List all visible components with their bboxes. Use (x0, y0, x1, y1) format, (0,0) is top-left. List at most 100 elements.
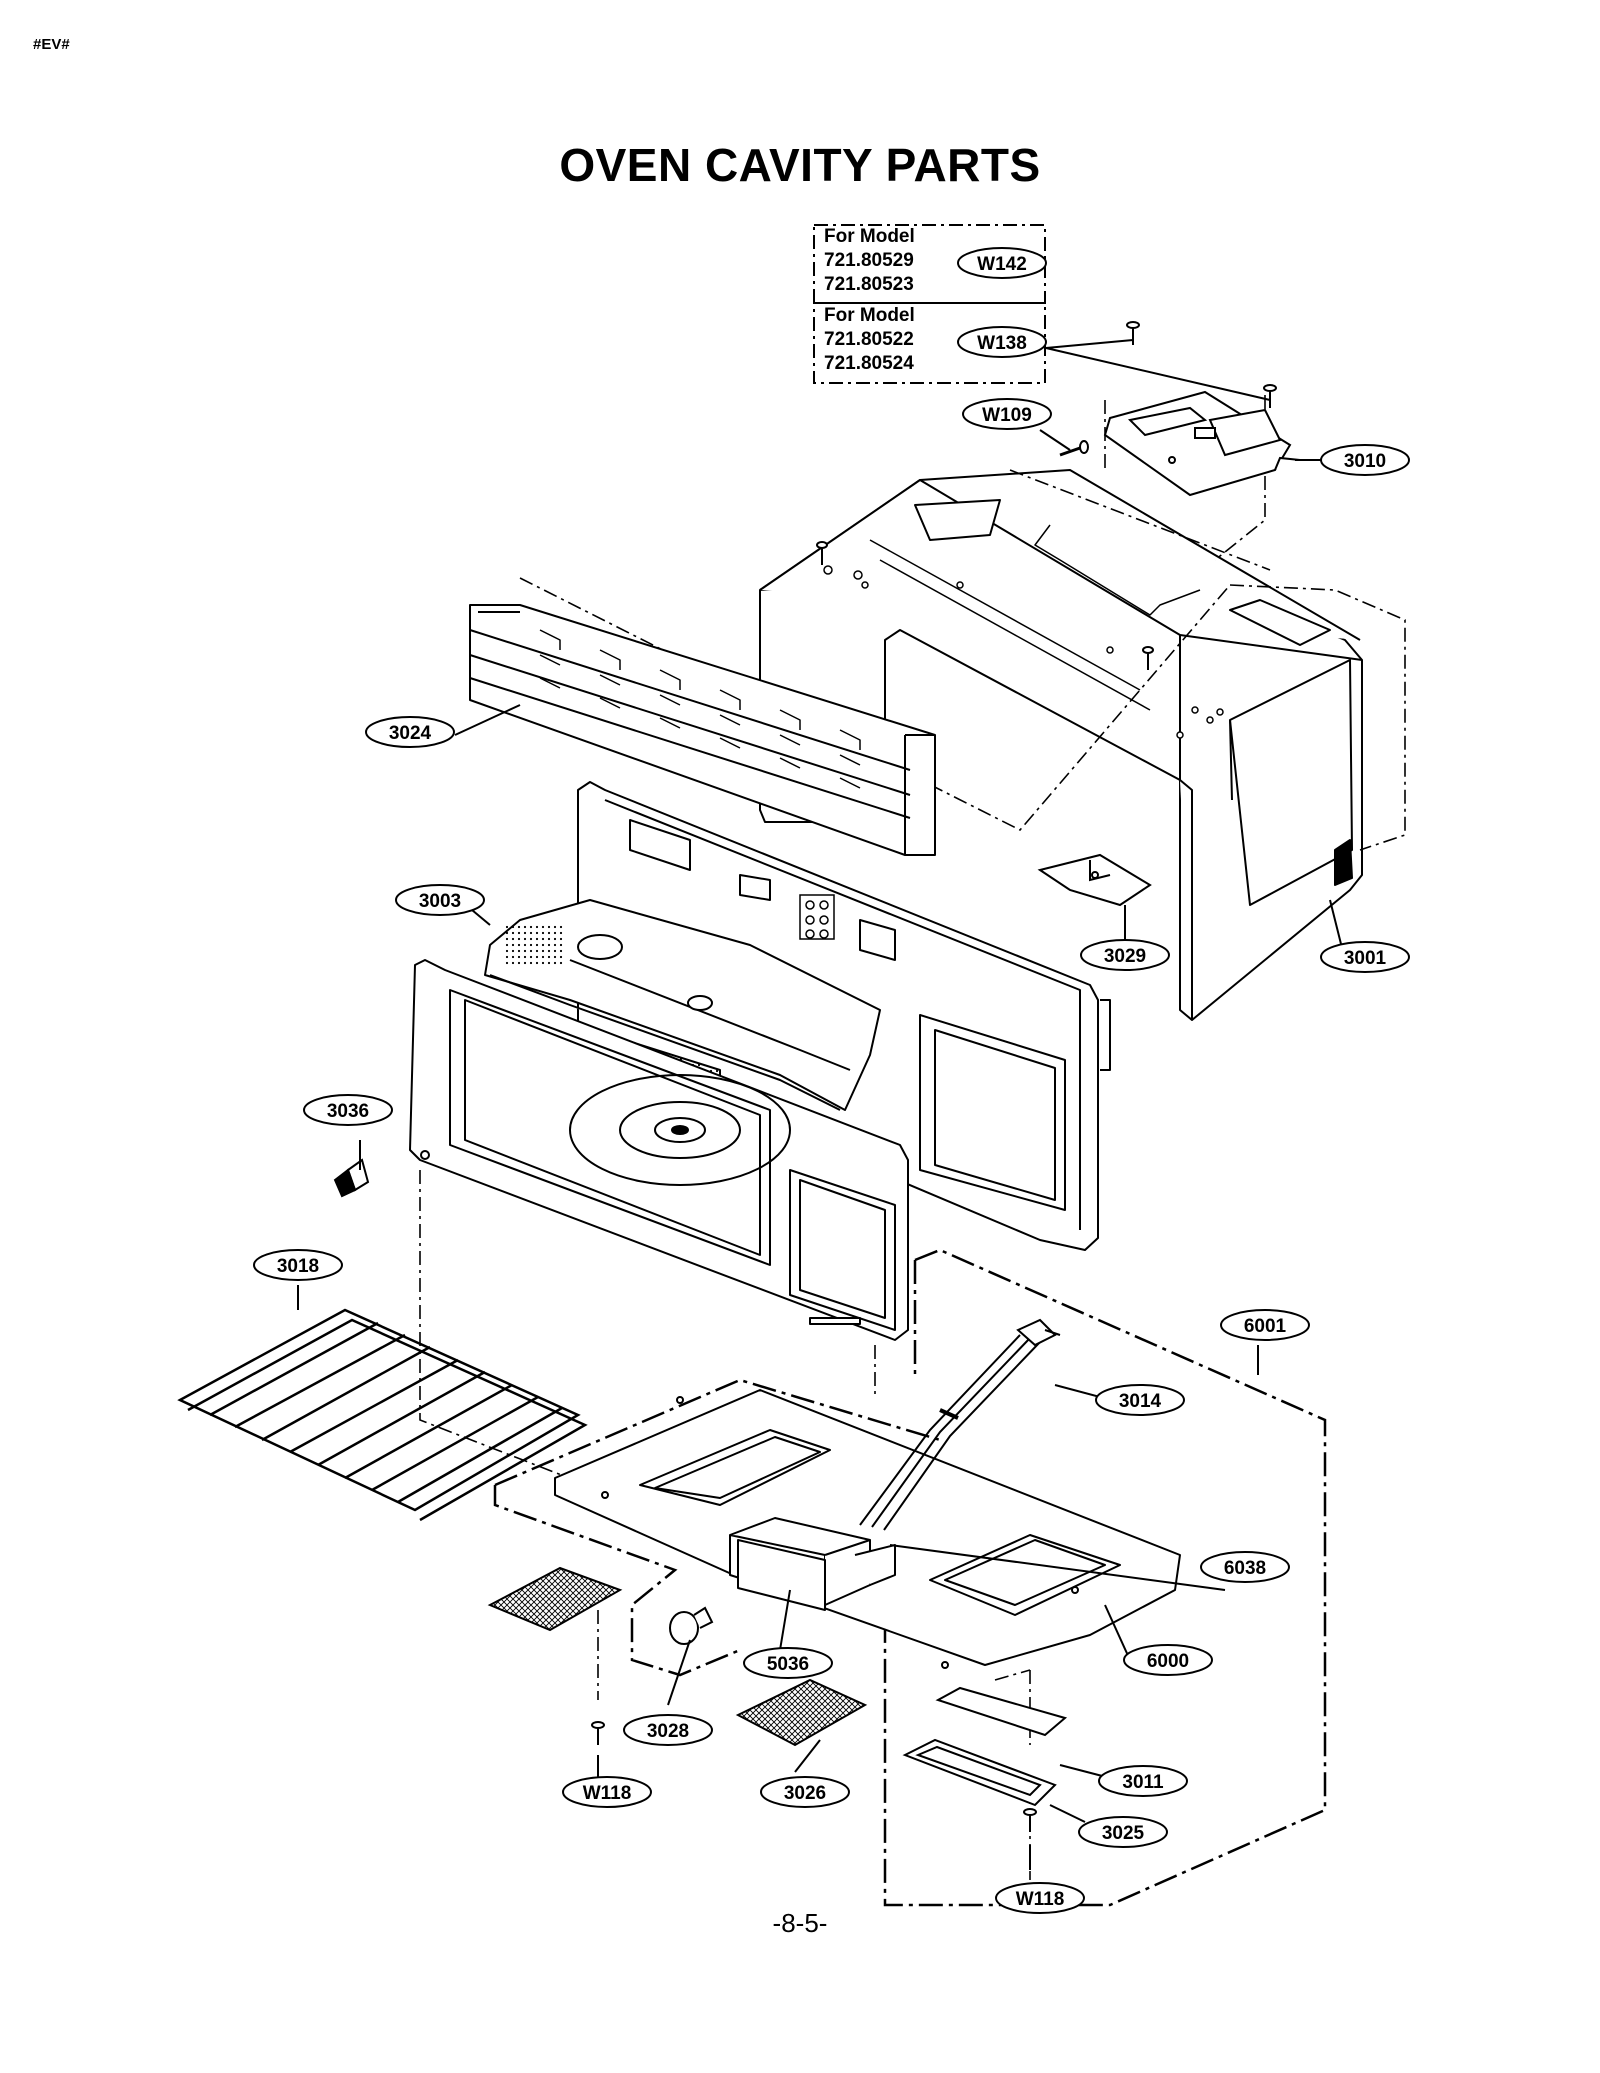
base-frame-6001 (493, 1248, 1327, 1907)
callout-label: 3014 (1119, 1391, 1162, 1412)
callout-w142-1002: W142 (957, 247, 1047, 279)
callout-label: 5036 (767, 1654, 809, 1675)
callout-label: 3028 (647, 1721, 689, 1742)
callout-3024-410: 3024 (365, 716, 455, 748)
callout-ellipse (562, 1776, 652, 1808)
bracket-plate-3010 (1103, 390, 1301, 497)
filter-3026 (735, 1678, 868, 1747)
callout-label: 3025 (1102, 1823, 1145, 1844)
callout-label: 3011 (1122, 1772, 1164, 1793)
callout-3010-1365: 3010 (1320, 444, 1410, 476)
model-number-1a: 721.80529 (824, 250, 914, 271)
callout-5036-788: 5036 (743, 1647, 833, 1679)
screw-w118-b (1023, 1808, 1037, 1832)
callout-6001-1265: 6001 (1220, 1309, 1310, 1341)
screw-case-b (1142, 646, 1154, 670)
page-number: -8-5- (772, 1908, 828, 1938)
callout-ellipse (743, 1647, 833, 1679)
callout-label: 6000 (1147, 1651, 1189, 1672)
callout-ellipse (1320, 941, 1410, 973)
callout-ellipse (365, 716, 455, 748)
base-plate-6000 (554, 1389, 1181, 1669)
model-number-2a: 721.80522 (824, 329, 914, 350)
model-number-2b: 721.80524 (824, 353, 914, 374)
light-housing-5036 (737, 1539, 826, 1611)
callout-ellipse (995, 1882, 1085, 1914)
callout-label: 6038 (1224, 1558, 1266, 1579)
callout-label: 3018 (277, 1256, 319, 1277)
callout-w138-1002: W138 (957, 326, 1047, 358)
callout-label: W118 (1016, 1889, 1065, 1910)
callout-6000-1168: 6000 (1123, 1644, 1213, 1676)
callout-ellipse (1078, 1816, 1168, 1848)
document-code: #EV# (33, 36, 70, 53)
model-heading-1: For Model (824, 226, 915, 247)
bracket-3029 (1037, 853, 1152, 907)
callout-3014-1140: 3014 (1095, 1384, 1185, 1416)
inner-duct (484, 899, 881, 1111)
callout-3018-298: 3018 (253, 1249, 343, 1281)
screw-w118-a (591, 1721, 605, 1745)
control-buttons (799, 894, 835, 940)
callout-ellipse (1080, 939, 1170, 971)
callout-w109-1007: W109 (962, 398, 1052, 430)
callout-label: 3001 (1344, 948, 1387, 969)
callout-ellipse (395, 884, 485, 916)
callout-ellipse (253, 1249, 343, 1281)
latch-3036 (333, 1158, 370, 1198)
cavity-front (409, 959, 909, 1341)
wire-rack-3018 (177, 1308, 588, 1522)
model-number-1b: 721.80523 (824, 274, 914, 295)
callout-ellipse (957, 247, 1047, 279)
callout-ellipse (760, 1776, 850, 1808)
callout-3028-668: 3028 (623, 1714, 713, 1746)
lamp-bulb-3028 (669, 1606, 714, 1645)
callout-ellipse (1200, 1551, 1290, 1583)
callout-label: 3029 (1104, 946, 1146, 967)
lens-frame-3025 (902, 1738, 1057, 1807)
callout-label: 3003 (419, 891, 461, 912)
callout-ellipse (1220, 1309, 1310, 1341)
callout-ellipse (623, 1714, 713, 1746)
outer-case-3001 (759, 469, 1363, 1021)
callout-ellipse (957, 326, 1047, 358)
callout-label: 3026 (784, 1783, 826, 1804)
callout-3026-805: 3026 (760, 1776, 850, 1808)
callout-label: W109 (982, 405, 1032, 426)
callout-3029-1125: 3029 (1080, 939, 1170, 971)
screw-case-a (816, 541, 828, 565)
callout-3001-1365: 3001 (1320, 941, 1410, 973)
callout-w118-1040: W118 (995, 1882, 1085, 1914)
callout-3011-1143: 3011 (1098, 1765, 1188, 1797)
callout-ellipse (1098, 1765, 1188, 1797)
callout-w118-607: W118 (562, 1776, 652, 1808)
callout-3025-1123: 3025 (1078, 1816, 1168, 1848)
callout-label: W118 (583, 1783, 632, 1804)
callout-label: 3036 (327, 1101, 369, 1122)
callout-label: 6001 (1244, 1316, 1287, 1337)
callout-ellipse (1320, 444, 1410, 476)
model-group-2: For Model 721.80522 721.80524 (824, 304, 915, 376)
vent-grille-3024 (469, 604, 936, 856)
callout-3036-348: 3036 (303, 1094, 393, 1126)
callout-ellipse (303, 1094, 393, 1126)
screw-w109 (1059, 440, 1089, 457)
wiring-6038 (859, 1318, 1061, 1531)
callout-label: W138 (977, 333, 1027, 354)
callout-ellipse (1123, 1644, 1213, 1676)
callout-label: 3024 (389, 723, 432, 744)
callout-3003-440: 3003 (395, 884, 485, 916)
page-title: OVEN CAVITY PARTS (559, 139, 1041, 191)
callout-ellipse (962, 398, 1052, 430)
screw-group (816, 321, 1277, 670)
lens-3011 (935, 1686, 1068, 1737)
screw-w138-a (1126, 321, 1140, 345)
filter-left (487, 1566, 623, 1632)
model-group-1: For Model 721.80529 721.80523 (824, 225, 915, 297)
model-heading-2: For Model (824, 305, 915, 326)
callout-label: W142 (977, 254, 1027, 275)
callout-6038-1245: 6038 (1200, 1551, 1290, 1583)
callout-ellipse (1095, 1384, 1185, 1416)
